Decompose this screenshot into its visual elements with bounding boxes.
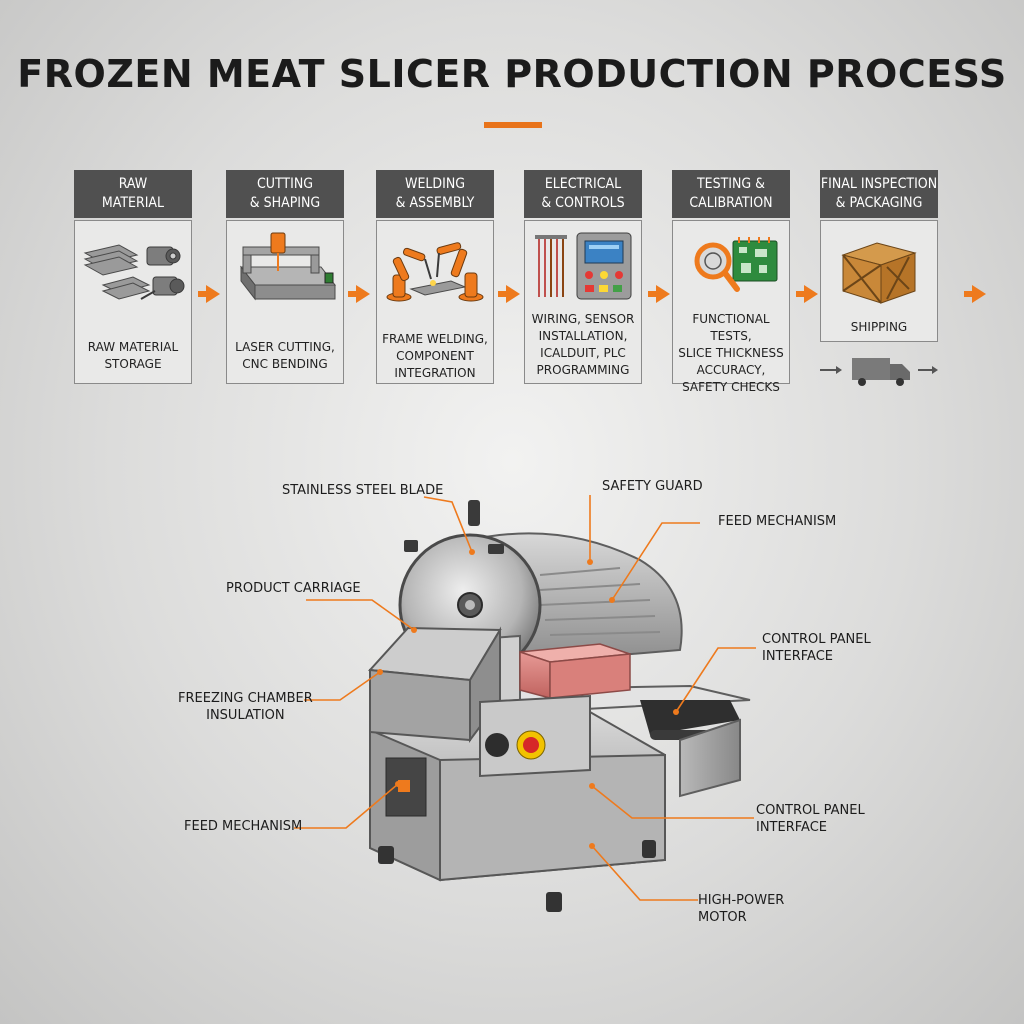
flow-arrow xyxy=(796,285,818,303)
process-step-raw-material: RAW MATERIAL RAW MATERIAL STORAGE xyxy=(74,170,192,384)
steel-sheets-and-motors-icon xyxy=(83,244,185,300)
step-body: RAW MATERIAL STORAGE xyxy=(74,220,192,384)
step-caption: FUNCTIONAL TESTS, SLICE THICKNESS ACCURA… xyxy=(678,312,784,394)
process-step-electrical-controls: ELECTRICAL & CONTROLS WIRING, SENSOR INS… xyxy=(524,170,642,384)
wooden-crate-icon xyxy=(841,242,917,304)
control-panel-wiring-icon xyxy=(535,232,632,300)
title-underline xyxy=(484,122,542,128)
process-step-welding-assembly: WELDING & ASSEMBLY FRAME WELDING, COMPON… xyxy=(376,170,494,384)
flow-arrow xyxy=(648,285,670,303)
step-title: RAW MATERIAL xyxy=(74,170,192,218)
step-caption: FRAME WELDING, COMPONENT INTEGRATION xyxy=(382,332,488,380)
flow-arrow xyxy=(348,285,370,303)
callout-high-power-motor: HIGH-POWER MOTOR xyxy=(698,893,785,925)
step-title: FINAL INSPECTION & PACKAGING xyxy=(820,170,938,218)
step-caption: LASER CUTTING, CNC BENDING xyxy=(235,340,335,371)
delivery-truck-icon xyxy=(820,358,938,386)
flow-arrow xyxy=(498,285,520,303)
flow-arrow xyxy=(964,285,986,303)
cnc-laser-cutter-icon xyxy=(239,232,337,301)
callout-safety-guard: SAFETY GUARD xyxy=(602,479,703,494)
callout-stainless-steel-blade: STAINLESS STEEL BLADE xyxy=(282,483,444,498)
callout-feed-mechanism-top: FEED MECHANISM xyxy=(718,514,837,529)
callout-freezing-chamber-insulation: FREEZING CHAMBER INSULATION xyxy=(178,691,313,723)
callout-product-carriage: PRODUCT CARRIAGE xyxy=(226,581,361,596)
step-body: FRAME WELDING, COMPONENT INTEGRATION xyxy=(376,220,494,384)
step-caption: WIRING, SENSOR INSTALLATION, ICALDUIT, P… xyxy=(531,312,635,377)
step-caption: RAW MATERIAL STORAGE xyxy=(87,340,179,371)
step-body: SHIPPING xyxy=(820,220,938,342)
callout-control-panel-interface-top: CONTROL PANEL INTERFACE xyxy=(762,632,871,664)
step-title: CUTTING & SHAPING xyxy=(226,170,344,218)
callout-feed-mechanism-bottom: FEED MECHANISM xyxy=(184,819,303,834)
process-step-final-inspection-packaging: FINAL INSPECTION & PACKAGING SHIPPING xyxy=(820,170,938,342)
step-body: LASER CUTTING, CNC BENDING xyxy=(226,220,344,384)
process-step-cutting-shaping: CUTTING & SHAPING LASER CUTTING, CNC BEN… xyxy=(226,170,344,384)
flow-arrow xyxy=(198,285,220,303)
callout-control-panel-interface-bottom: CONTROL PANEL INTERFACE xyxy=(756,803,865,835)
magnifier-circuit-board-icon xyxy=(694,237,778,292)
step-caption: SHIPPING xyxy=(850,320,908,334)
step-body: WIRING, SENSOR INSTALLATION, ICALDUIT, P… xyxy=(524,220,642,384)
step-body: FUNCTIONAL TESTS, SLICE THICKNESS ACCURA… xyxy=(672,220,790,394)
process-step-testing-calibration: TESTING & CALIBRATION FUNCTIONAL TESTS, … xyxy=(672,170,790,394)
step-title: WELDING & ASSEMBLY xyxy=(376,170,494,218)
step-title: TESTING & CALIBRATION xyxy=(672,170,790,218)
step-title: ELECTRICAL & CONTROLS xyxy=(524,170,642,218)
page-title: FROZEN MEAT SLICER PRODUCTION PROCESS xyxy=(17,52,1007,96)
welding-robot-arms-icon xyxy=(386,242,484,302)
